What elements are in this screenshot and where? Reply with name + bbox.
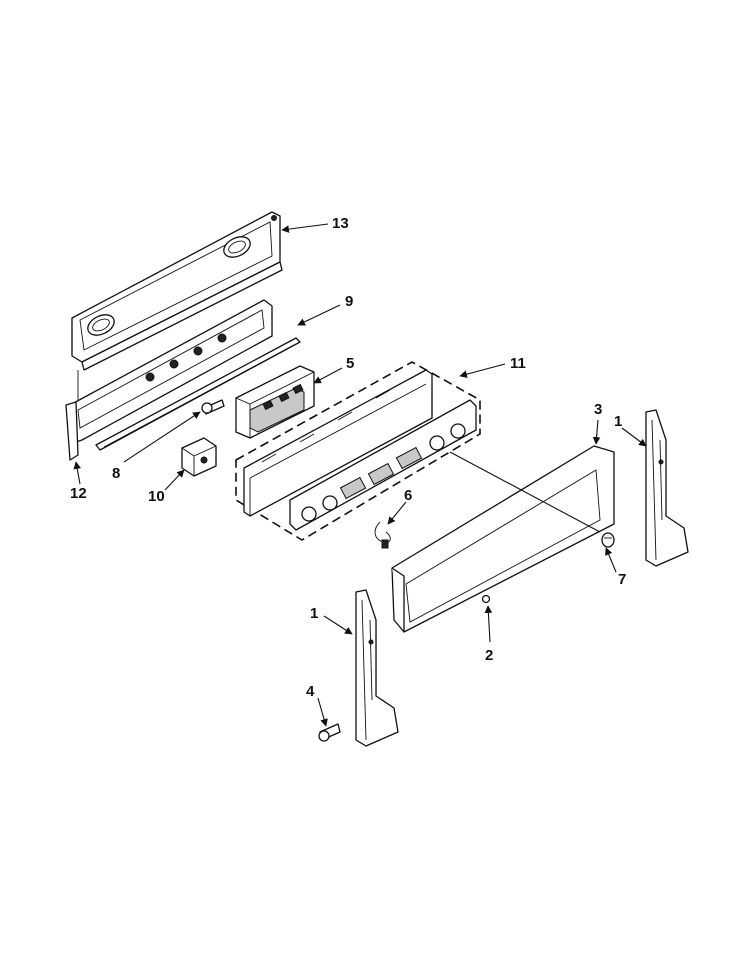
part-4-screw	[318, 723, 341, 742]
callout-1-right: 1	[614, 413, 622, 430]
part-2-screw	[481, 594, 491, 604]
callout-6: 6	[404, 487, 412, 504]
part-1-right-end-cap	[645, 409, 689, 567]
part-3-trim	[391, 445, 615, 633]
callout-10: 10	[148, 488, 165, 505]
callout-labels: 13 9 5 11 3 1 8 12 10 6 7 2 1 4	[70, 215, 626, 700]
callout-1-left: 1	[310, 605, 318, 622]
callout-11: 11	[510, 355, 526, 372]
part-11-control-panel	[235, 361, 481, 541]
part-1-left-end-cap	[355, 589, 399, 747]
callout-13: 13	[332, 215, 349, 232]
part-8-screw	[201, 399, 225, 415]
callout-9: 9	[345, 293, 353, 310]
callout-12: 12	[70, 485, 87, 502]
part-13-rear-shield	[71, 211, 283, 371]
leader-lines	[73, 223, 647, 727]
part-12-mounting-bracket	[65, 299, 273, 461]
callout-2: 2	[485, 647, 493, 664]
part-6-wire-harness	[374, 521, 391, 549]
callout-3: 3	[594, 401, 602, 418]
callout-5: 5	[346, 355, 354, 372]
callout-8: 8	[112, 465, 120, 482]
part-7-knob	[601, 532, 615, 548]
callout-4: 4	[306, 683, 315, 700]
part-9-strip	[95, 337, 301, 451]
part-5-electronic-control	[235, 365, 315, 439]
part-10-switch-block	[181, 437, 217, 477]
callout-7: 7	[618, 571, 626, 588]
